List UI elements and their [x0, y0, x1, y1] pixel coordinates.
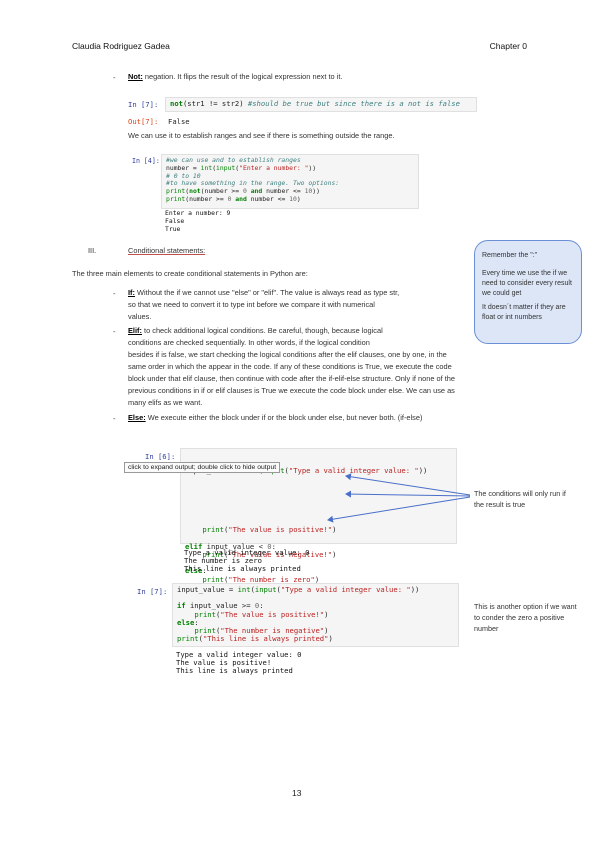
side-note-box: Remember the ":" Every time we use the i… — [474, 240, 582, 344]
output-line: This line is always printed — [184, 564, 301, 574]
output-line: Enter a number: 9 — [165, 209, 231, 217]
elif-line: same order in which the appear in the co… — [128, 362, 452, 371]
if-line: Without the if we cannot use "else" or "… — [137, 288, 400, 297]
cell1-code[interactable]: not(str1 != str2) #should be true but si… — [165, 97, 477, 112]
if-term: If: — [128, 288, 135, 297]
side-note-line1: Every time we use the if we need to cons… — [482, 270, 572, 297]
cell1-prompt: In [7]: — [128, 100, 159, 109]
expand-output-tooltip[interactable]: click to expand output; double click to … — [124, 462, 281, 473]
output-line: True — [165, 224, 181, 233]
output-line: The value is positive! — [176, 658, 272, 668]
code-line: else: — [185, 566, 207, 576]
side-note-title: Remember the ":" — [482, 252, 538, 259]
section-title: Conditional statements: — [128, 246, 206, 255]
code-line: else: — [177, 617, 199, 627]
cell3-prompt: In [6]: — [145, 452, 176, 461]
code-line: #to have something in the range. Two opt… — [166, 179, 340, 188]
page-number: 13 — [292, 788, 302, 798]
not-desc: negation. It flips the result of the log… — [144, 72, 343, 81]
if-line: values. — [128, 312, 152, 321]
code-line: print(number >= 0 and number <= 10) — [166, 194, 301, 203]
cell4-annotation: This is another option if we want to con… — [474, 602, 577, 633]
code-line: print("This line is always printed") — [177, 634, 333, 644]
arrow-to-if — [345, 473, 471, 496]
code-line: # 0 to 10 — [166, 171, 201, 180]
cell1-comment: #should be true but since there is a not… — [247, 99, 460, 108]
else-term: Else: — [128, 413, 146, 422]
elif-line: block under that elif clause, then conti… — [128, 374, 456, 383]
elif-line: many elifs as we want. — [128, 398, 203, 407]
arrow-to-else — [327, 496, 471, 523]
cell3-code-lines: print("The value is positive!") elif inp… — [185, 526, 452, 600]
cell3-annotation: The conditions will only run if the resu… — [474, 489, 566, 509]
code-line: #we can use and to establish ranges — [166, 156, 301, 164]
output-line: This line is always printed — [176, 666, 293, 676]
code-line: print("The value is positive!") — [202, 525, 337, 535]
elif-line: to check additional logical conditions. … — [144, 326, 383, 335]
elif-line: conditions are checked sequentially. In … — [128, 338, 370, 347]
code-line: print("The number is negative") — [194, 626, 329, 636]
code-line: if input_value >= 0: — [177, 601, 264, 611]
code-line: print("The number is zero") — [202, 574, 320, 584]
if-paragraph: If: Without the if we cannot use "else" … — [128, 287, 473, 323]
else-desc: We execute either the block under if or … — [147, 413, 423, 422]
arrow-to-elif — [345, 490, 471, 498]
bullet-dash: - — [113, 414, 116, 423]
not-term: Not: — [128, 72, 143, 81]
output-line: The number is zero — [184, 556, 262, 566]
cell1-output: False — [168, 117, 190, 126]
cell2-prompt: In [4]: — [132, 157, 160, 165]
bullet-dash: - — [113, 289, 116, 298]
code-line: print(not(number >= 0 and number <= 10)) — [166, 187, 320, 196]
range-text: We can use it to establish ranges and se… — [128, 131, 395, 140]
code-line: number = int(input("Enter a number: ")) — [166, 163, 317, 172]
cell1-kw: not — [170, 99, 183, 108]
code-line: print("The value is negative!") — [202, 550, 337, 560]
code-line: input_value = int(input("Type a valid in… — [177, 585, 420, 594]
output-line: False — [165, 216, 185, 225]
header-author: Claudia Rodriguez Gadea — [72, 41, 170, 51]
bullet-dash: - — [113, 327, 116, 336]
elif-term: Elif: — [128, 326, 142, 335]
cell1-expr: (str1 != str2) — [182, 99, 244, 108]
elif-line: besides if is false, we start checking t… — [128, 350, 447, 359]
output-line: Type a valid integer value: 0 — [176, 650, 302, 659]
else-paragraph: Else: We execute either the block under … — [128, 412, 422, 424]
not-paragraph: Not: negation. It flips the result of th… — [128, 71, 342, 83]
cell4-prompt: In [7]: — [137, 587, 168, 596]
elif-line: previous conditions in if or elif clause… — [128, 386, 455, 395]
header-chapter: Chapter 0 — [489, 41, 527, 51]
cell1-out-prompt: Out[7]: — [128, 117, 159, 126]
code-line: print("The value is positive!") — [194, 609, 329, 619]
output-line: Type a valid integer value: 0 — [184, 548, 310, 557]
section-numeral: III. — [88, 246, 97, 255]
if-line: so that we need to convert it to type in… — [128, 300, 375, 309]
bullet-dash: - — [113, 73, 116, 82]
cell4-code[interactable]: input_value = int(input("Type a valid in… — [172, 583, 459, 647]
intro-text: The three main elements to create condit… — [72, 269, 308, 278]
elif-paragraph: Elif: to check additional logical condit… — [128, 325, 548, 409]
side-note-line2: It doesn´t matter if they are float or i… — [482, 304, 566, 321]
code-line: elif input_value < 0: — [185, 541, 276, 551]
